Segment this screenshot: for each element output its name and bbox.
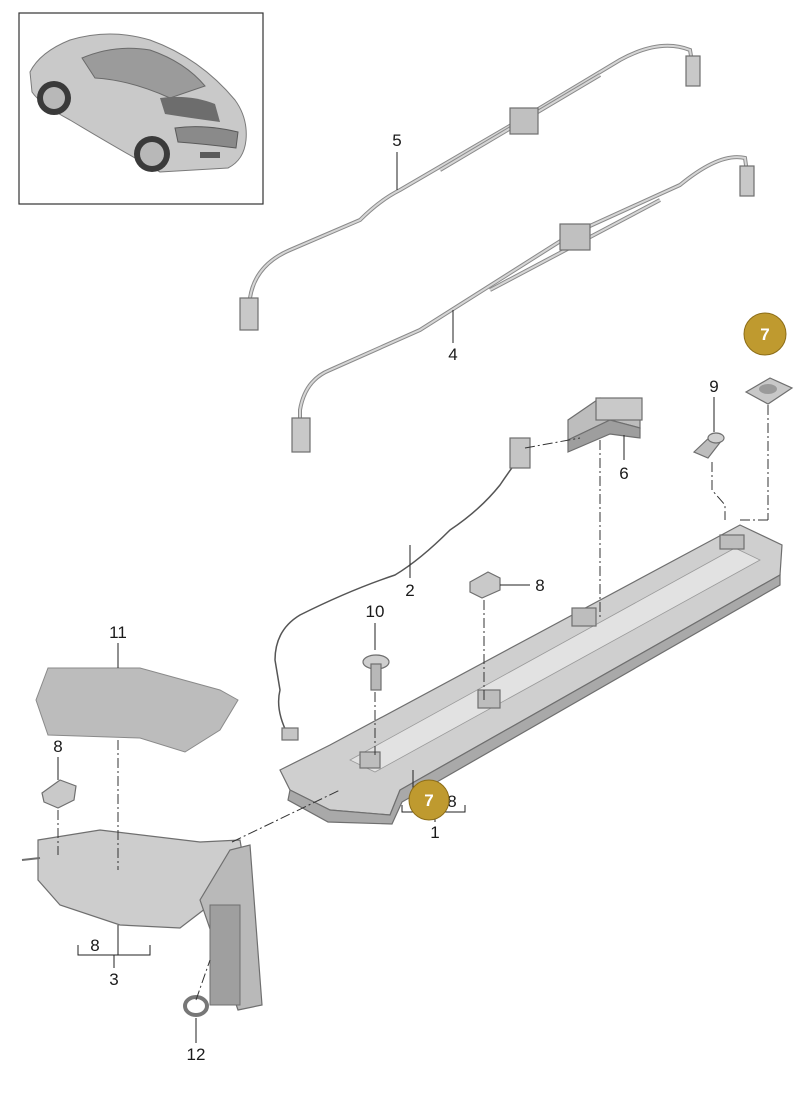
- part-1-frame-rail: [279, 524, 783, 825]
- callout-12: 12: [187, 1045, 206, 1064]
- callout-8-bracket-left: 8: [90, 936, 99, 955]
- callout-5: 5: [392, 131, 401, 150]
- part-8-clip-left: [41, 779, 77, 809]
- part-11-trim-panel: [35, 667, 239, 753]
- part-8-clip-upper: [469, 571, 501, 599]
- callout-10: 10: [366, 602, 385, 621]
- leader-lines: [57, 152, 715, 1043]
- part-2-wire-harness: [274, 437, 531, 741]
- part-7-clip-nut: [744, 377, 794, 405]
- callout-8-clip-upper: 8: [535, 576, 544, 595]
- vehicle-thumbnail: [18, 12, 264, 205]
- part-3-bracket-assembly: [21, 829, 263, 1011]
- part-9-pin: [692, 432, 725, 459]
- callout-4: 4: [448, 345, 457, 364]
- callouts: 5 4 6 9 2 8 10 11 8 8 1 8 3 12: [53, 131, 718, 1064]
- callout-8-clip-left: 8: [53, 737, 62, 756]
- callout-11: 11: [109, 623, 127, 642]
- svg-text:7: 7: [760, 325, 769, 344]
- callout-9: 9: [709, 377, 718, 396]
- badge-7-top: 7: [743, 312, 787, 356]
- assembly-lines: [57, 405, 769, 1001]
- part-5-cable-upper: [239, 43, 701, 331]
- callout-8-bracket-center: 8: [447, 792, 456, 811]
- badge-7-bottom: 7: [408, 779, 450, 821]
- part-4-cable-lower: [291, 155, 755, 453]
- svg-text:7: 7: [424, 791, 433, 810]
- callout-3: 3: [109, 970, 118, 989]
- car-rear-three-quarter-icon: [29, 33, 247, 173]
- part-12-ring: [183, 995, 209, 1017]
- callout-6: 6: [619, 464, 628, 483]
- part-10-screw: [362, 654, 390, 691]
- part-6-drive-motor: [567, 397, 643, 453]
- callout-2: 2: [405, 581, 414, 600]
- callout-1: 1: [430, 823, 439, 842]
